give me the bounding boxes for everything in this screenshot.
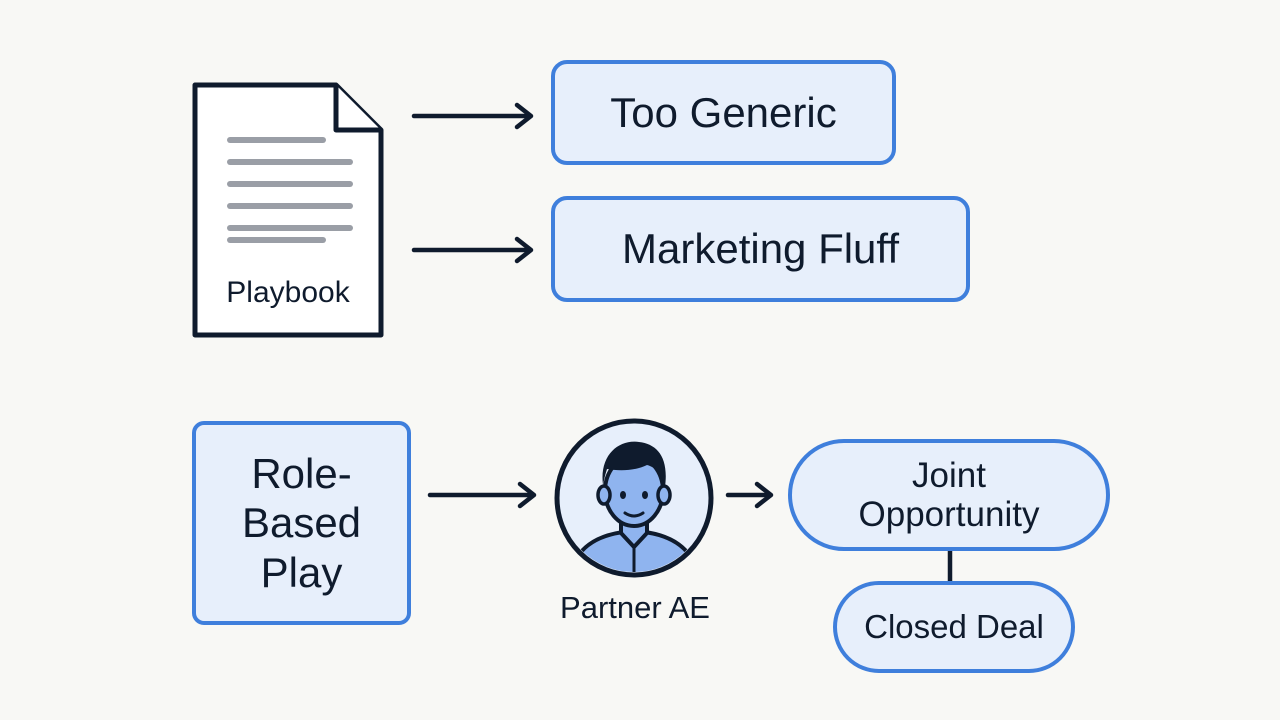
marketing-fluff-label: Marketing Fluff — [622, 225, 899, 273]
too-generic-box: Too Generic — [551, 60, 896, 165]
arrow-playbook-to-too-generic — [411, 102, 534, 130]
arrow-partner-ae-to-joint-opportunity — [725, 481, 774, 509]
closed-deal-label: Closed Deal — [864, 608, 1044, 646]
role-based-play-line: Based — [241, 499, 362, 547]
arrow-playbook-to-marketing-fluff — [411, 236, 534, 264]
arrow-play-to-partner-ae — [427, 481, 537, 509]
role-based-play-line: Play — [260, 548, 343, 596]
closed-deal-box: Closed Deal — [833, 581, 1075, 673]
document-icon — [192, 82, 384, 338]
joint-opportunity-box: Joint Opportunity — [788, 439, 1110, 551]
playbook-document: Playbook — [190, 80, 386, 342]
marketing-fluff-box: Marketing Fluff — [551, 196, 970, 302]
joint-opportunity-label: Joint Opportunity — [859, 456, 1040, 534]
role-based-play-label: Role- Based Play — [242, 449, 361, 598]
role-based-play-box: Role- Based Play — [192, 421, 411, 625]
joint-opportunity-line: Joint — [912, 455, 986, 495]
partner-avatar-icon — [554, 418, 714, 578]
partner-ae-label: Partner AE — [560, 590, 710, 625]
playbook-label: Playbook — [226, 276, 350, 309]
joint-opportunity-line: Opportunity — [858, 495, 1040, 534]
role-based-play-line: Role- — [251, 449, 352, 497]
too-generic-label: Too Generic — [610, 88, 837, 136]
